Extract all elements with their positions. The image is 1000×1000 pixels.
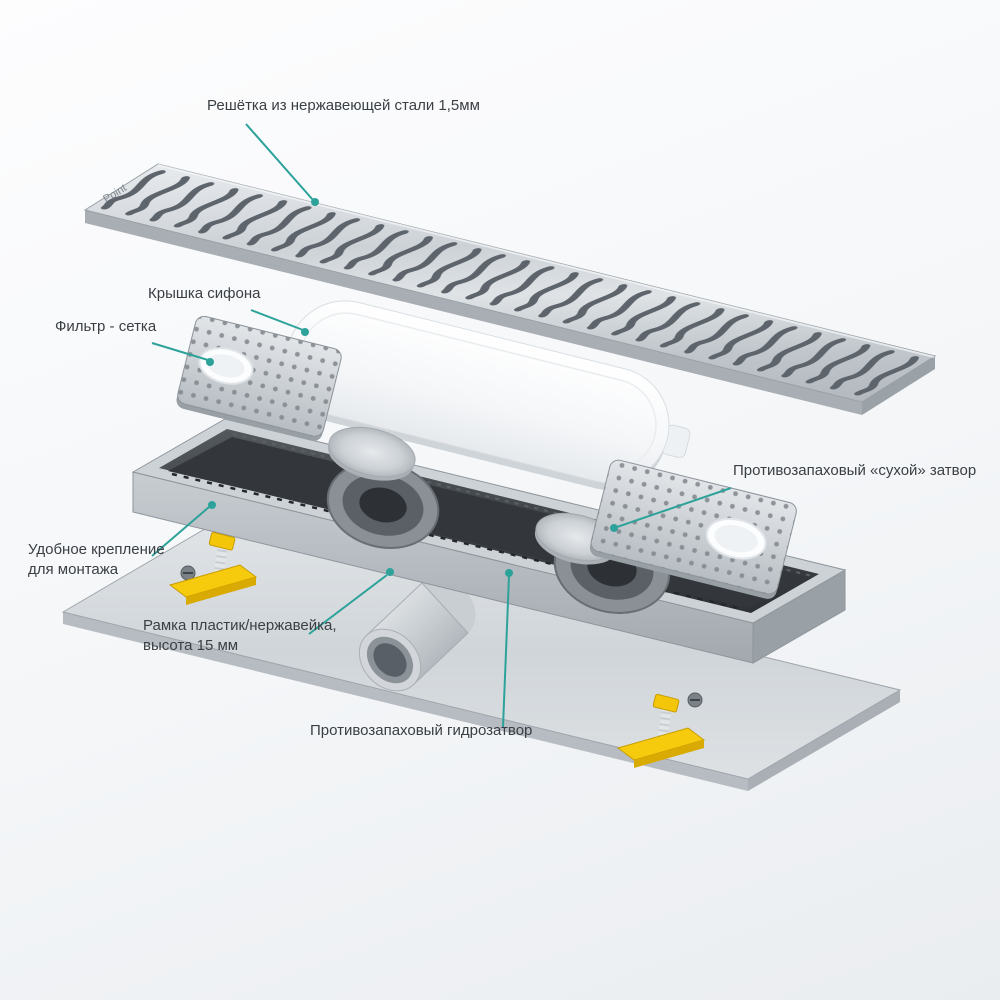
grate: Point: [83, 163, 937, 415]
callout-leaders: [151, 123, 732, 728]
siphon-housing-1: [326, 461, 440, 549]
label-filter-mesh: Фильтр - сетка: [55, 318, 157, 335]
filter-plate-left: [176, 315, 342, 442]
screw-left: [180, 565, 196, 581]
callout-line-dry-trap: [616, 487, 732, 528]
filter-plate-right: [589, 459, 797, 599]
callout-line-frame: [308, 574, 388, 635]
label-grate: Решётка из нержавеющей стали 1,5мм: [207, 97, 480, 114]
callout-dot-filter-mesh: [206, 358, 214, 366]
callout-dot-siphon-cover: [301, 328, 309, 336]
callout-line-siphon-cover: [250, 309, 304, 331]
callout-dot-frame: [386, 568, 394, 576]
pipe-opening: [358, 628, 422, 692]
callout-line-grate: [245, 123, 314, 201]
label-mounting: Удобное крепление для монтажа: [28, 541, 165, 578]
label-frame: Рамка пластик/нержавейка, высота 15 мм: [143, 617, 337, 654]
callout-dot-mounting: [208, 501, 216, 509]
mounting-foot-left: [168, 531, 258, 605]
callout-dot-grate: [311, 198, 319, 206]
callout-dots: [206, 198, 618, 577]
label-siphon-cover: Крышка сифона: [148, 285, 261, 302]
siphon-cover: [285, 300, 691, 490]
dry-trap-cover-1: [327, 426, 416, 481]
mounting-foot-right: [616, 693, 706, 768]
screw-right: [687, 692, 703, 708]
callout-line-mounting: [151, 506, 210, 557]
callout-dot-dry-trap: [610, 524, 618, 532]
label-water-trap: Противозапаховый гидрозатвор: [310, 722, 533, 739]
drain-pipe: [358, 577, 476, 692]
callout-line-filter-mesh: [151, 342, 209, 361]
callout-dot-water-trap: [505, 569, 513, 577]
label-dry-trap: Противозапаховый «сухой» затвор: [733, 462, 977, 479]
callout-line-water-trap: [502, 575, 510, 728]
